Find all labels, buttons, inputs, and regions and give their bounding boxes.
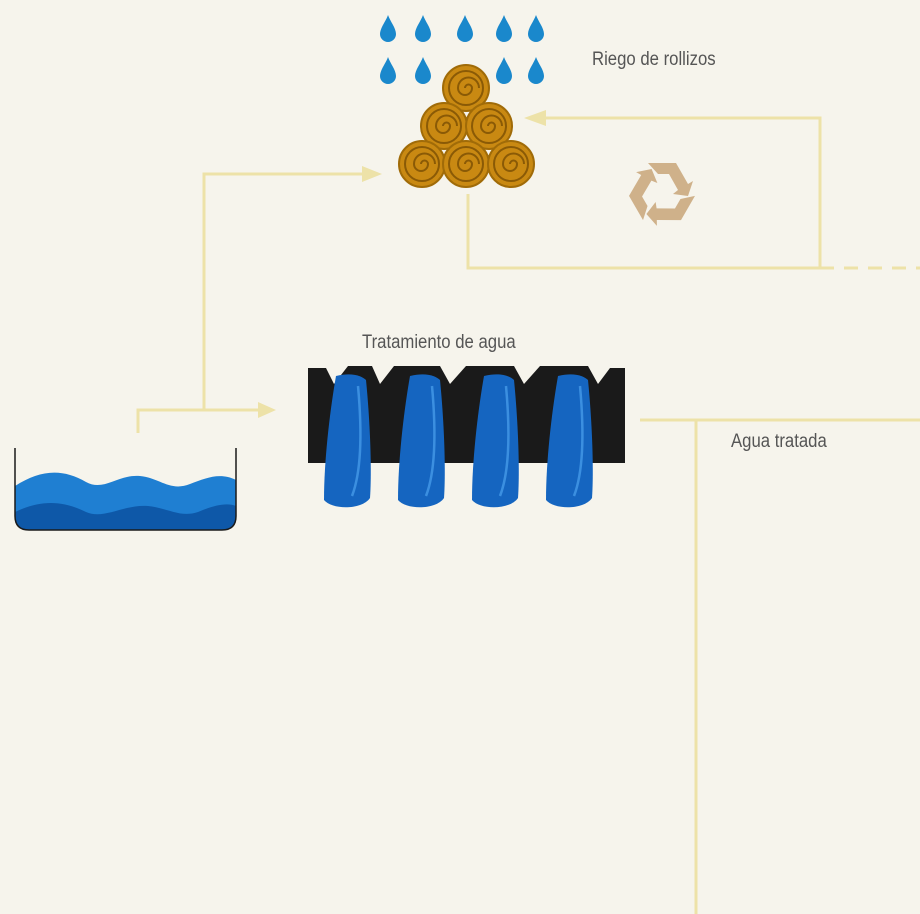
log-pile-icon — [398, 64, 535, 188]
water-treatment-filter-icon — [308, 366, 625, 508]
log-irrigation-label: Riego de rollizos — [592, 49, 716, 70]
treated-water-label: Agua tratada — [731, 431, 827, 452]
basin-outline — [14, 448, 237, 531]
flow-line-to-logs — [202, 172, 368, 410]
arrowhead-recycle-return — [524, 110, 546, 126]
flow-lines — [136, 116, 920, 914]
water-basin-icon — [14, 448, 237, 531]
water-treatment-label: Tratamiento de agua — [362, 332, 516, 353]
water-front-wave — [15, 503, 236, 530]
arrowhead-to-treatment — [258, 402, 276, 418]
filter-housing — [308, 366, 625, 463]
recycle-icon — [620, 163, 695, 235]
arrowhead-to-logs — [362, 166, 382, 182]
flow-line-source — [136, 408, 262, 433]
